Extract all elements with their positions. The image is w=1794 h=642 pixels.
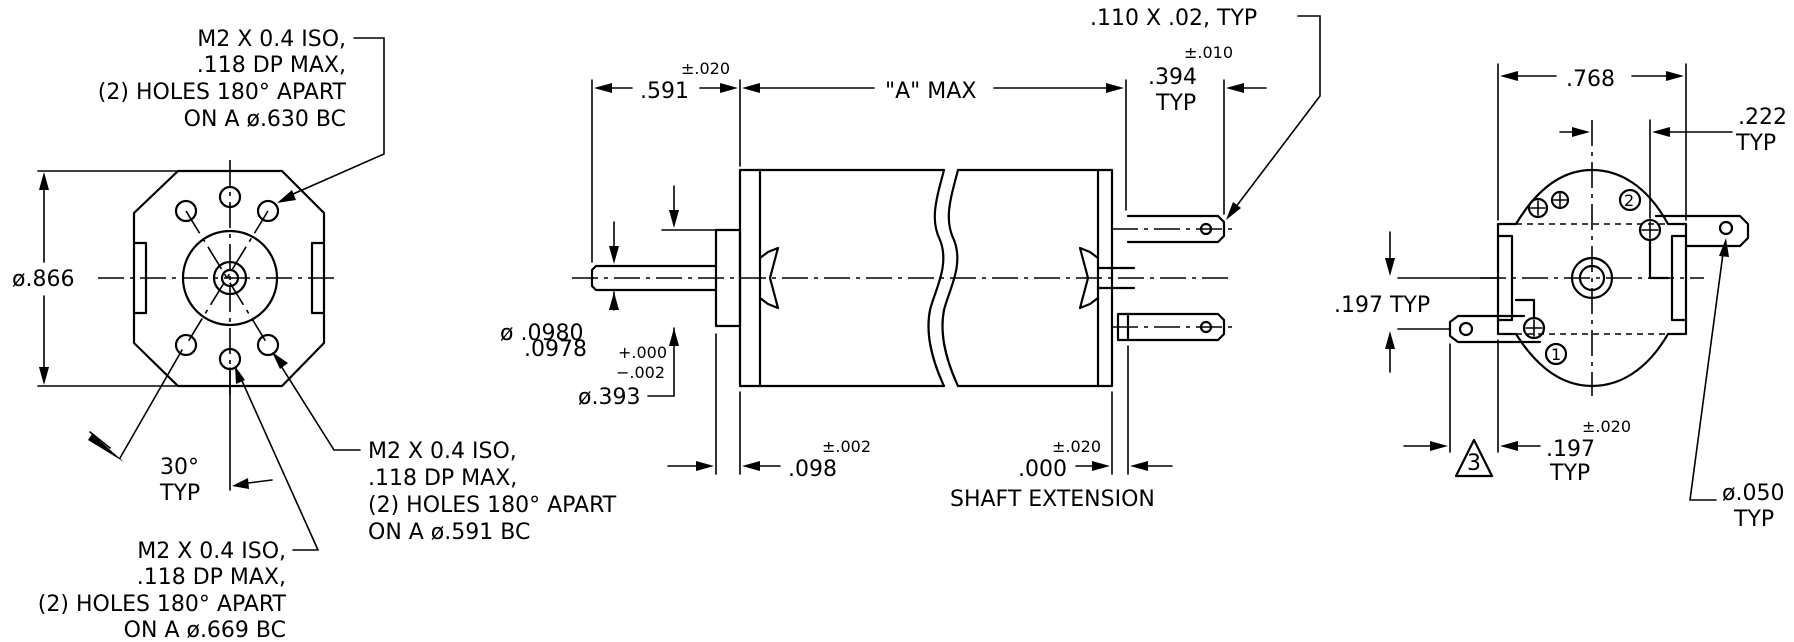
note-flag-triangle [1454, 438, 1494, 478]
svg-text:.118 DP MAX,: .118 DP MAX, [368, 466, 517, 491]
dim-222: .222 [1738, 105, 1787, 130]
dim-197: .197 [1546, 437, 1595, 462]
svg-text:M2 X 0.4 ISO,: M2 X 0.4 ISO, [197, 27, 346, 52]
angle-30-label: 30° [160, 455, 199, 480]
dim-000: .000 [1018, 457, 1067, 482]
shaft [590, 264, 718, 292]
svg-text:(2) HOLES 180° APART: (2) HOLES 180° APART [98, 80, 347, 105]
shaft-dia-2: .0978 [524, 337, 587, 362]
svg-text:M2 X 0.4 ISO,: M2 X 0.4 ISO, [368, 439, 517, 464]
terminal-upper [1126, 214, 1226, 244]
svg-text:ON A ø.669 BC: ON A ø.669 BC [124, 618, 286, 642]
pilot-boss [181, 229, 279, 327]
tol-394: ±.010 [1184, 43, 1233, 62]
end-housing [1496, 168, 1688, 388]
tol-591: ±.020 [681, 59, 730, 78]
note-mid: M2 X 0.4 ISO, .118 DP MAX, (2) HOLES 180… [368, 439, 617, 545]
svg-text:ON A ø.591 BC: ON A ø.591 BC [368, 520, 530, 545]
svg-text:(2) HOLES 180° APART: (2) HOLES 180° APART [38, 592, 287, 617]
flat-left [132, 241, 148, 315]
svg-text:.118 DP MAX,: .118 DP MAX, [137, 565, 286, 590]
dim-591: .591 [640, 79, 689, 104]
angle-typ-label: TYP [159, 481, 200, 506]
terminal-label-2: 2 [1624, 191, 1634, 210]
dim-197-typ: .197 TYP [1334, 293, 1430, 318]
tol-minus: −.002 [616, 363, 665, 382]
dim-098: .098 [788, 457, 837, 482]
left-end-view: ø.866 M2 X 0.4 ISO, .118 DP MAX, (2) HOL… [12, 27, 617, 642]
terminal-2 [1654, 214, 1750, 248]
svg-text:ON A ø.630 BC: ON A ø.630 BC [184, 107, 346, 132]
note-top: M2 X 0.4 ISO, .118 DP MAX, (2) HOLES 180… [98, 27, 347, 132]
tol-197: ±.020 [1582, 417, 1631, 436]
motor-body [738, 168, 946, 388]
pilot-dia: ø.393 [578, 385, 640, 410]
dim-050-typ: TYP [1733, 507, 1774, 532]
dim-394-typ: TYP [1155, 91, 1196, 116]
terminal-label-1: 1 [1551, 345, 1561, 364]
dim-222-typ: TYP [1735, 131, 1776, 156]
note-bottom: M2 X 0.4 ISO, .118 DP MAX, (2) HOLES 180… [38, 539, 287, 642]
dim-a-max: "A" MAX [885, 79, 976, 104]
end-cap-outline [132, 169, 326, 388]
svg-text:M2 X 0.4 ISO,: M2 X 0.4 ISO, [137, 539, 286, 564]
shaft-dia-1: ø .0980 [500, 321, 583, 346]
dim-768: .768 [1566, 67, 1615, 92]
side-view: .591 ±.020 "A" MAX ±.010 .394 TYP .110 X… [500, 6, 1321, 512]
note-flag-number: 3 [1467, 451, 1481, 476]
tol-000: ±.020 [1052, 437, 1101, 456]
flat-right [310, 241, 326, 315]
tol-plus: +.000 [618, 343, 667, 362]
right-end-view: 2 1 .768 .222 TYP .197 TYP ±.020 [1334, 63, 1787, 532]
svg-text:(2) HOLES 180° APART: (2) HOLES 180° APART [368, 493, 617, 518]
dia-866-label: ø.866 [12, 267, 74, 292]
shaft-extension-label: SHAFT EXTENSION [950, 487, 1155, 512]
tol-098: ±.002 [822, 437, 871, 456]
terminal-note: .110 X .02, TYP [1090, 6, 1257, 31]
svg-text:.118 DP MAX,: .118 DP MAX, [197, 53, 346, 78]
dim-050: ø.050 [1722, 481, 1784, 506]
shaft-bearing [212, 260, 248, 296]
dim-197-b-typ: TYP [1549, 461, 1590, 486]
dim-394: .394 [1148, 65, 1197, 90]
center-bearing [1570, 256, 1614, 300]
terminal-lower [1116, 312, 1226, 342]
shaft-end [220, 268, 240, 288]
